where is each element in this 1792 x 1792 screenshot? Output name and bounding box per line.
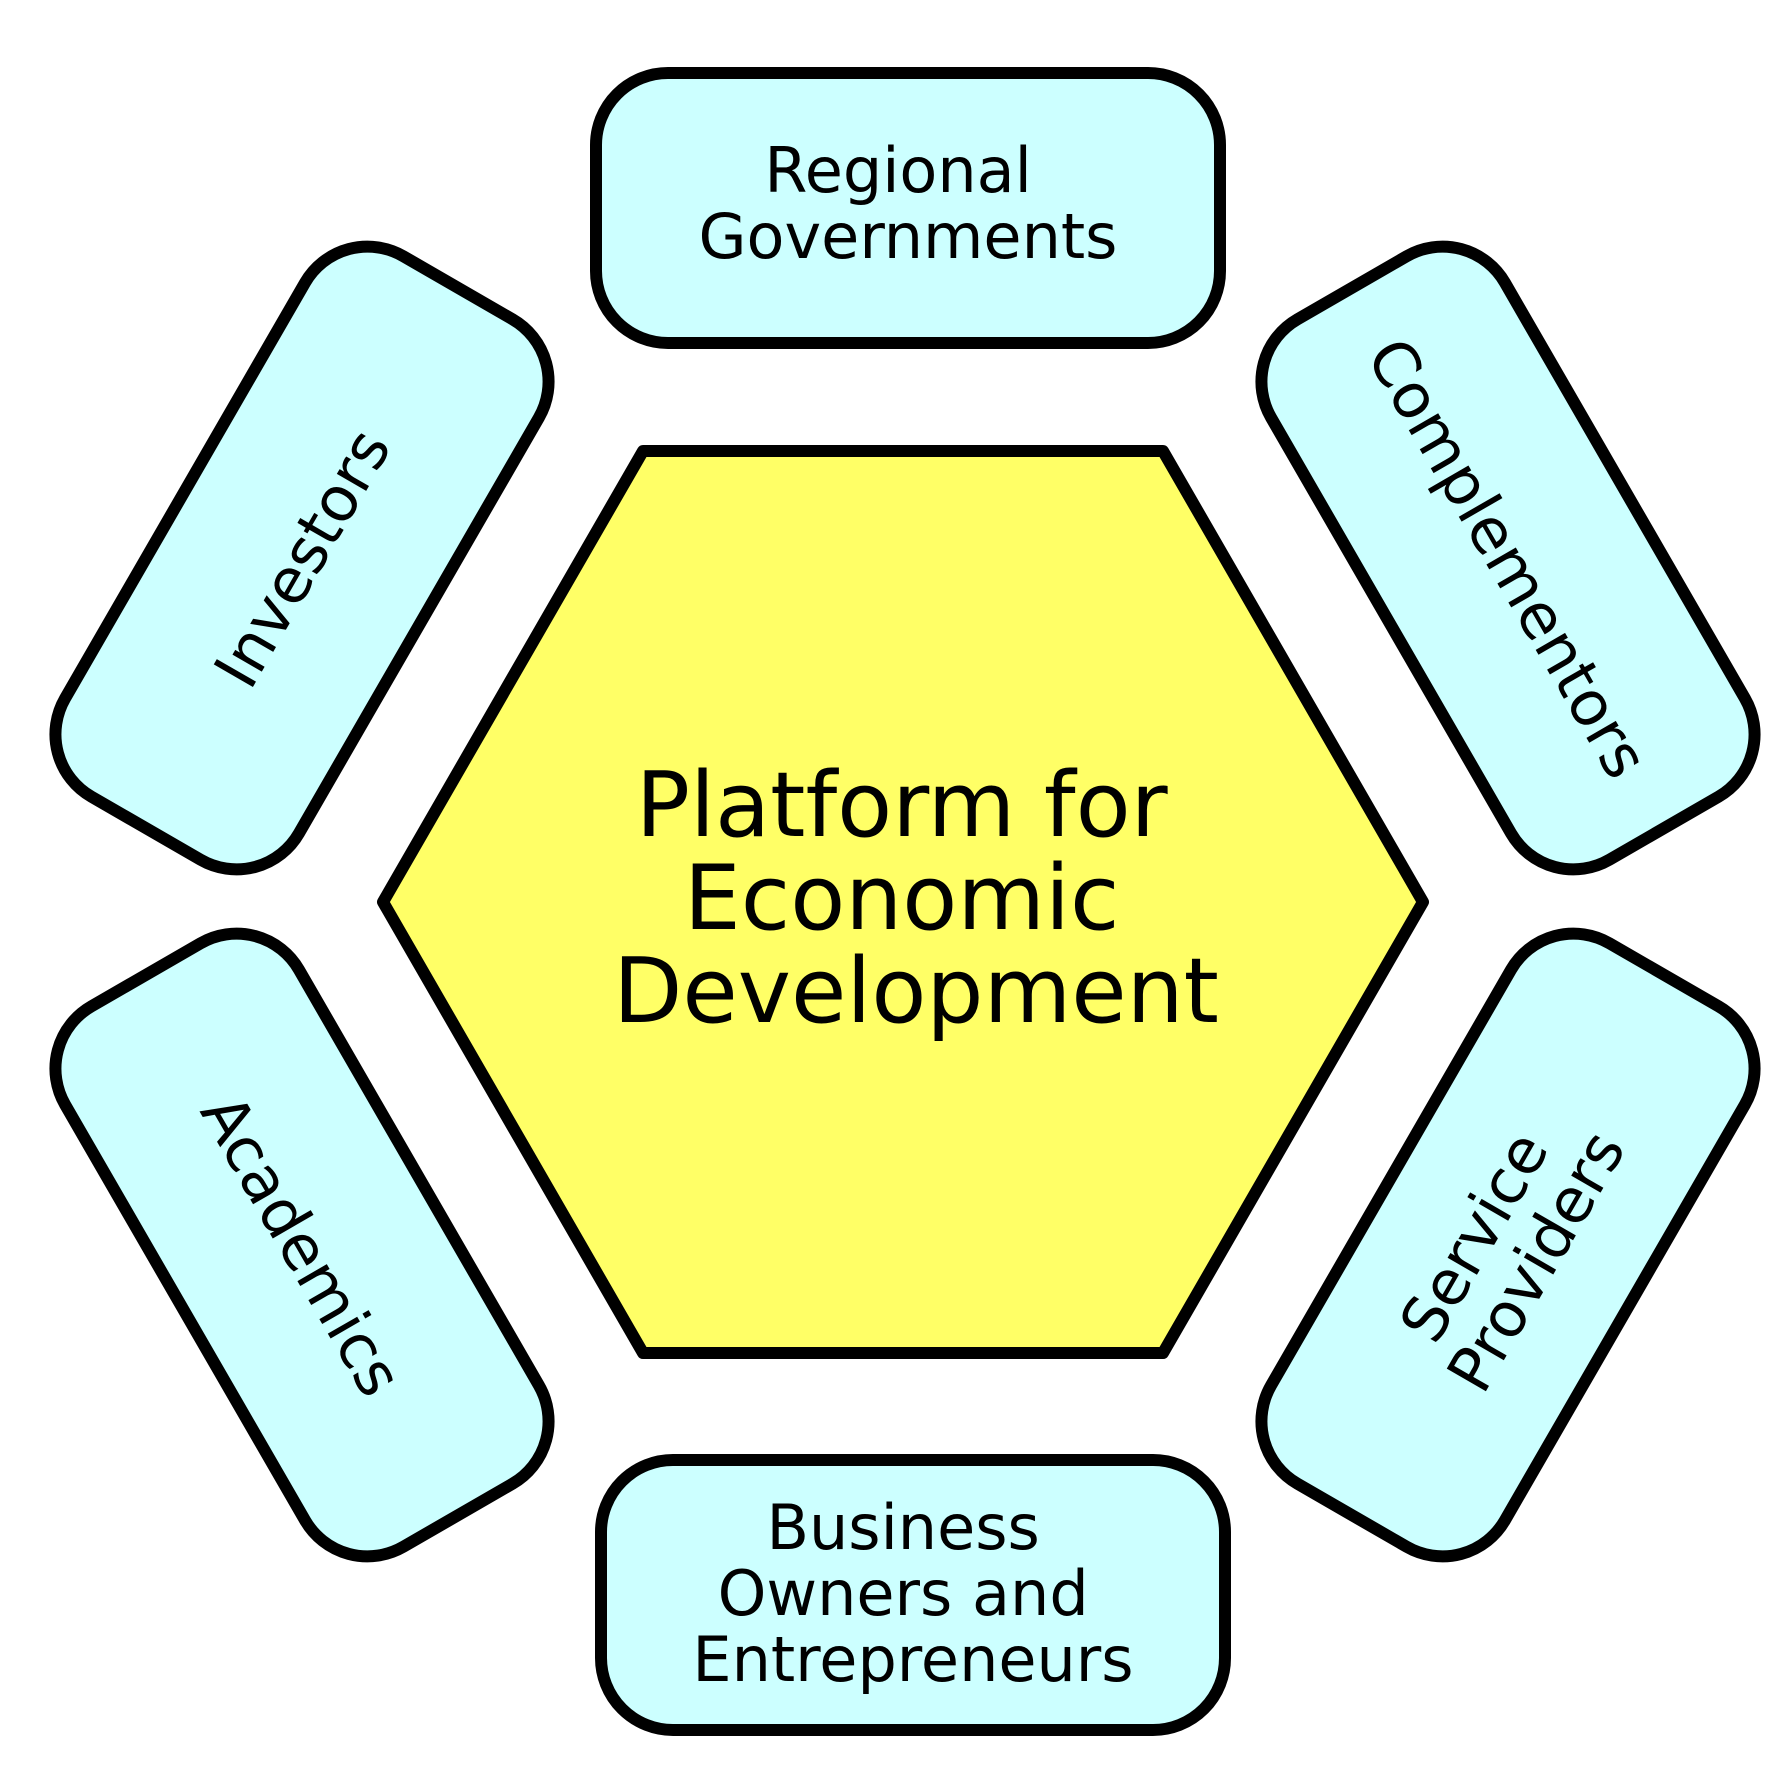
hub: Platform for Economic Development xyxy=(377,445,1429,1359)
node-service-providers: Service Providers xyxy=(1255,927,1761,1563)
hub-label-line-1: Platform for xyxy=(636,753,1168,858)
node-regional-governments: Regional Governments xyxy=(590,67,1226,349)
hub-label: Platform for Economic Development xyxy=(613,753,1219,1044)
node-box xyxy=(595,1454,1231,1736)
node-box xyxy=(590,67,1226,349)
node-box xyxy=(1255,240,1761,876)
node-label: Business Owners and Entrepreneurs xyxy=(692,1491,1133,1696)
node-investors: Investors xyxy=(49,240,555,876)
node-business-owners: Business Owners and Entrepreneurs xyxy=(595,1454,1231,1736)
node-label: Regional Governments xyxy=(699,134,1118,273)
node-academics: Academics xyxy=(49,927,555,1563)
node-box xyxy=(1255,927,1761,1563)
hub-label-line-3: Development xyxy=(613,939,1219,1044)
node-box xyxy=(49,927,555,1563)
node-box xyxy=(49,240,555,876)
hub-label-line-2: Economic xyxy=(684,846,1120,951)
hub-hexagon xyxy=(377,445,1429,1359)
